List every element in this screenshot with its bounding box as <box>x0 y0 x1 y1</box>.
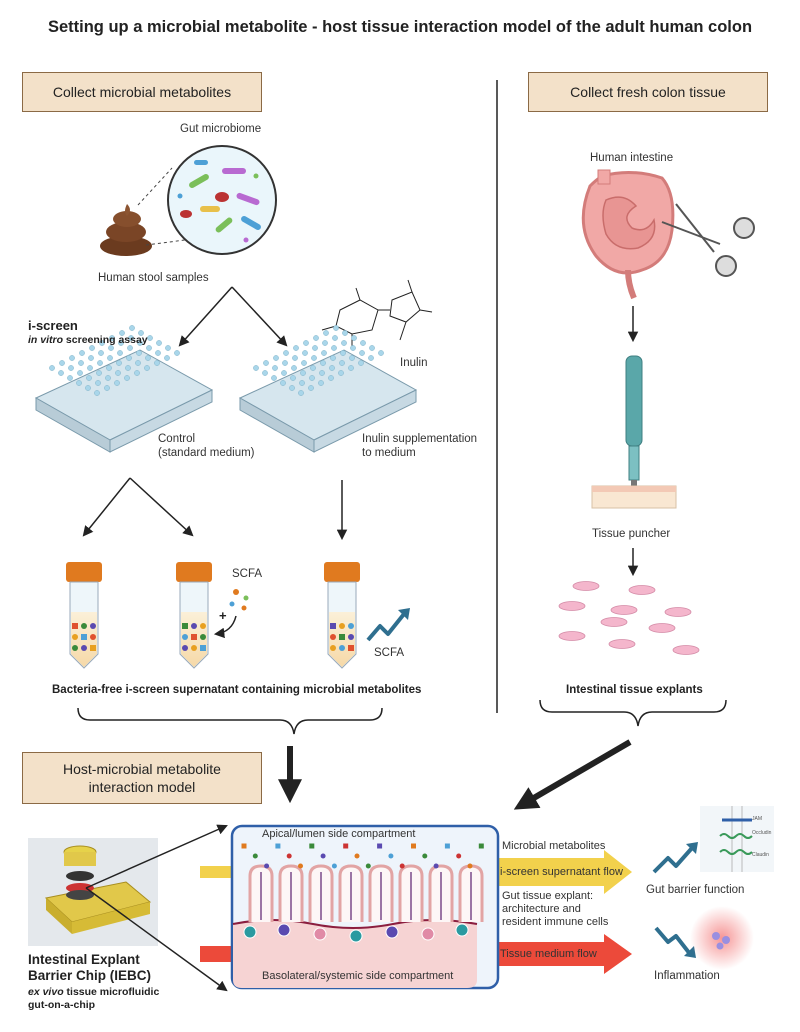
jam-label: JAM <box>752 816 762 822</box>
iscreen-flow-label: i-screen supernatant flow <box>500 866 623 878</box>
intestine-label: Human intestine <box>590 152 674 164</box>
basolateral-label: Basolateral/systemic side compartment <box>262 970 454 982</box>
collect-metabolites-header: Collect microbial metabolites <box>22 72 262 112</box>
claudin-label: Claudin <box>752 852 769 858</box>
apical-label: Apical/lumen side compartment <box>262 828 416 840</box>
well-plate-inulin <box>238 349 418 453</box>
tube-2 <box>176 562 212 669</box>
tube-3 <box>324 562 360 669</box>
brace-right <box>539 699 727 727</box>
red-flow-in <box>200 946 232 962</box>
inulin-supplementation-label: Inulin supplementation to medium <box>362 433 478 459</box>
microbiome-circle <box>167 145 277 255</box>
tissue-puncher-icon <box>625 355 643 492</box>
barrier-trend-icon <box>652 846 694 874</box>
intestine-icon <box>581 169 675 300</box>
gut-microbiome-label: Gut microbiome <box>180 123 262 135</box>
scfa-sparkles <box>229 589 249 611</box>
microbial-metabolites-label: Microbial metabolites <box>502 840 606 852</box>
tube-1 <box>66 562 102 669</box>
tissue-medium-flow-label: Tissue medium flow <box>500 948 597 960</box>
tissue-explants <box>558 581 700 655</box>
tissue-explant-label: Gut tissue explant: architecture and res… <box>502 890 609 928</box>
explants-caption: Intestinal tissue explants <box>566 684 703 696</box>
barrier-function-label: Gut barrier function <box>646 884 745 896</box>
collect-tissue-header: Collect fresh colon tissue <box>528 72 768 112</box>
brace-left <box>77 707 383 735</box>
red-flow-out <box>498 934 632 974</box>
iscreen-subtitle: in vitro screening assay <box>28 334 148 346</box>
scfa-label-1: SCFA <box>232 568 263 580</box>
zoom-line-top <box>137 167 173 206</box>
scissors-icon <box>661 203 755 277</box>
chip-subtitle: ex vivo tissue microfluidic gut-on-a-chi… <box>28 986 160 1011</box>
inulin-label: Inulin <box>400 357 428 369</box>
yellow-flow-out <box>498 850 632 894</box>
zoom-line-bottom <box>145 239 186 246</box>
occludin-label: Occludin <box>752 830 772 836</box>
inflammation-trend-icon <box>654 926 692 956</box>
chip-photo <box>28 838 158 946</box>
control-label: Control (standard medium) <box>158 433 255 459</box>
scfa-label-2: SCFA <box>374 647 405 659</box>
yellow-flow-in <box>200 866 232 878</box>
iscreen-title: i-screen <box>28 318 78 333</box>
inflammation-glow <box>690 906 754 970</box>
stool-icon <box>100 204 152 256</box>
supernatant-caption: Bacteria-free i-screen supernatant conta… <box>52 684 422 696</box>
tight-junction-figure: JAM Occludin Claudin <box>700 806 774 872</box>
puncher-label: Tissue puncher <box>592 528 671 540</box>
inflammation-label: Inflammation <box>654 970 720 982</box>
stool-label: Human stool samples <box>98 272 209 284</box>
well-plate-control <box>34 349 214 453</box>
plus-sign: + <box>219 608 227 623</box>
model-header: Host-microbial metabolite interaction mo… <box>22 752 262 804</box>
page-title: Setting up a microbial metabolite - host… <box>47 18 753 36</box>
chip-title: Intestinal Explant Barrier Chip (IEBC) <box>28 952 152 983</box>
inulin-molecule <box>321 279 433 346</box>
